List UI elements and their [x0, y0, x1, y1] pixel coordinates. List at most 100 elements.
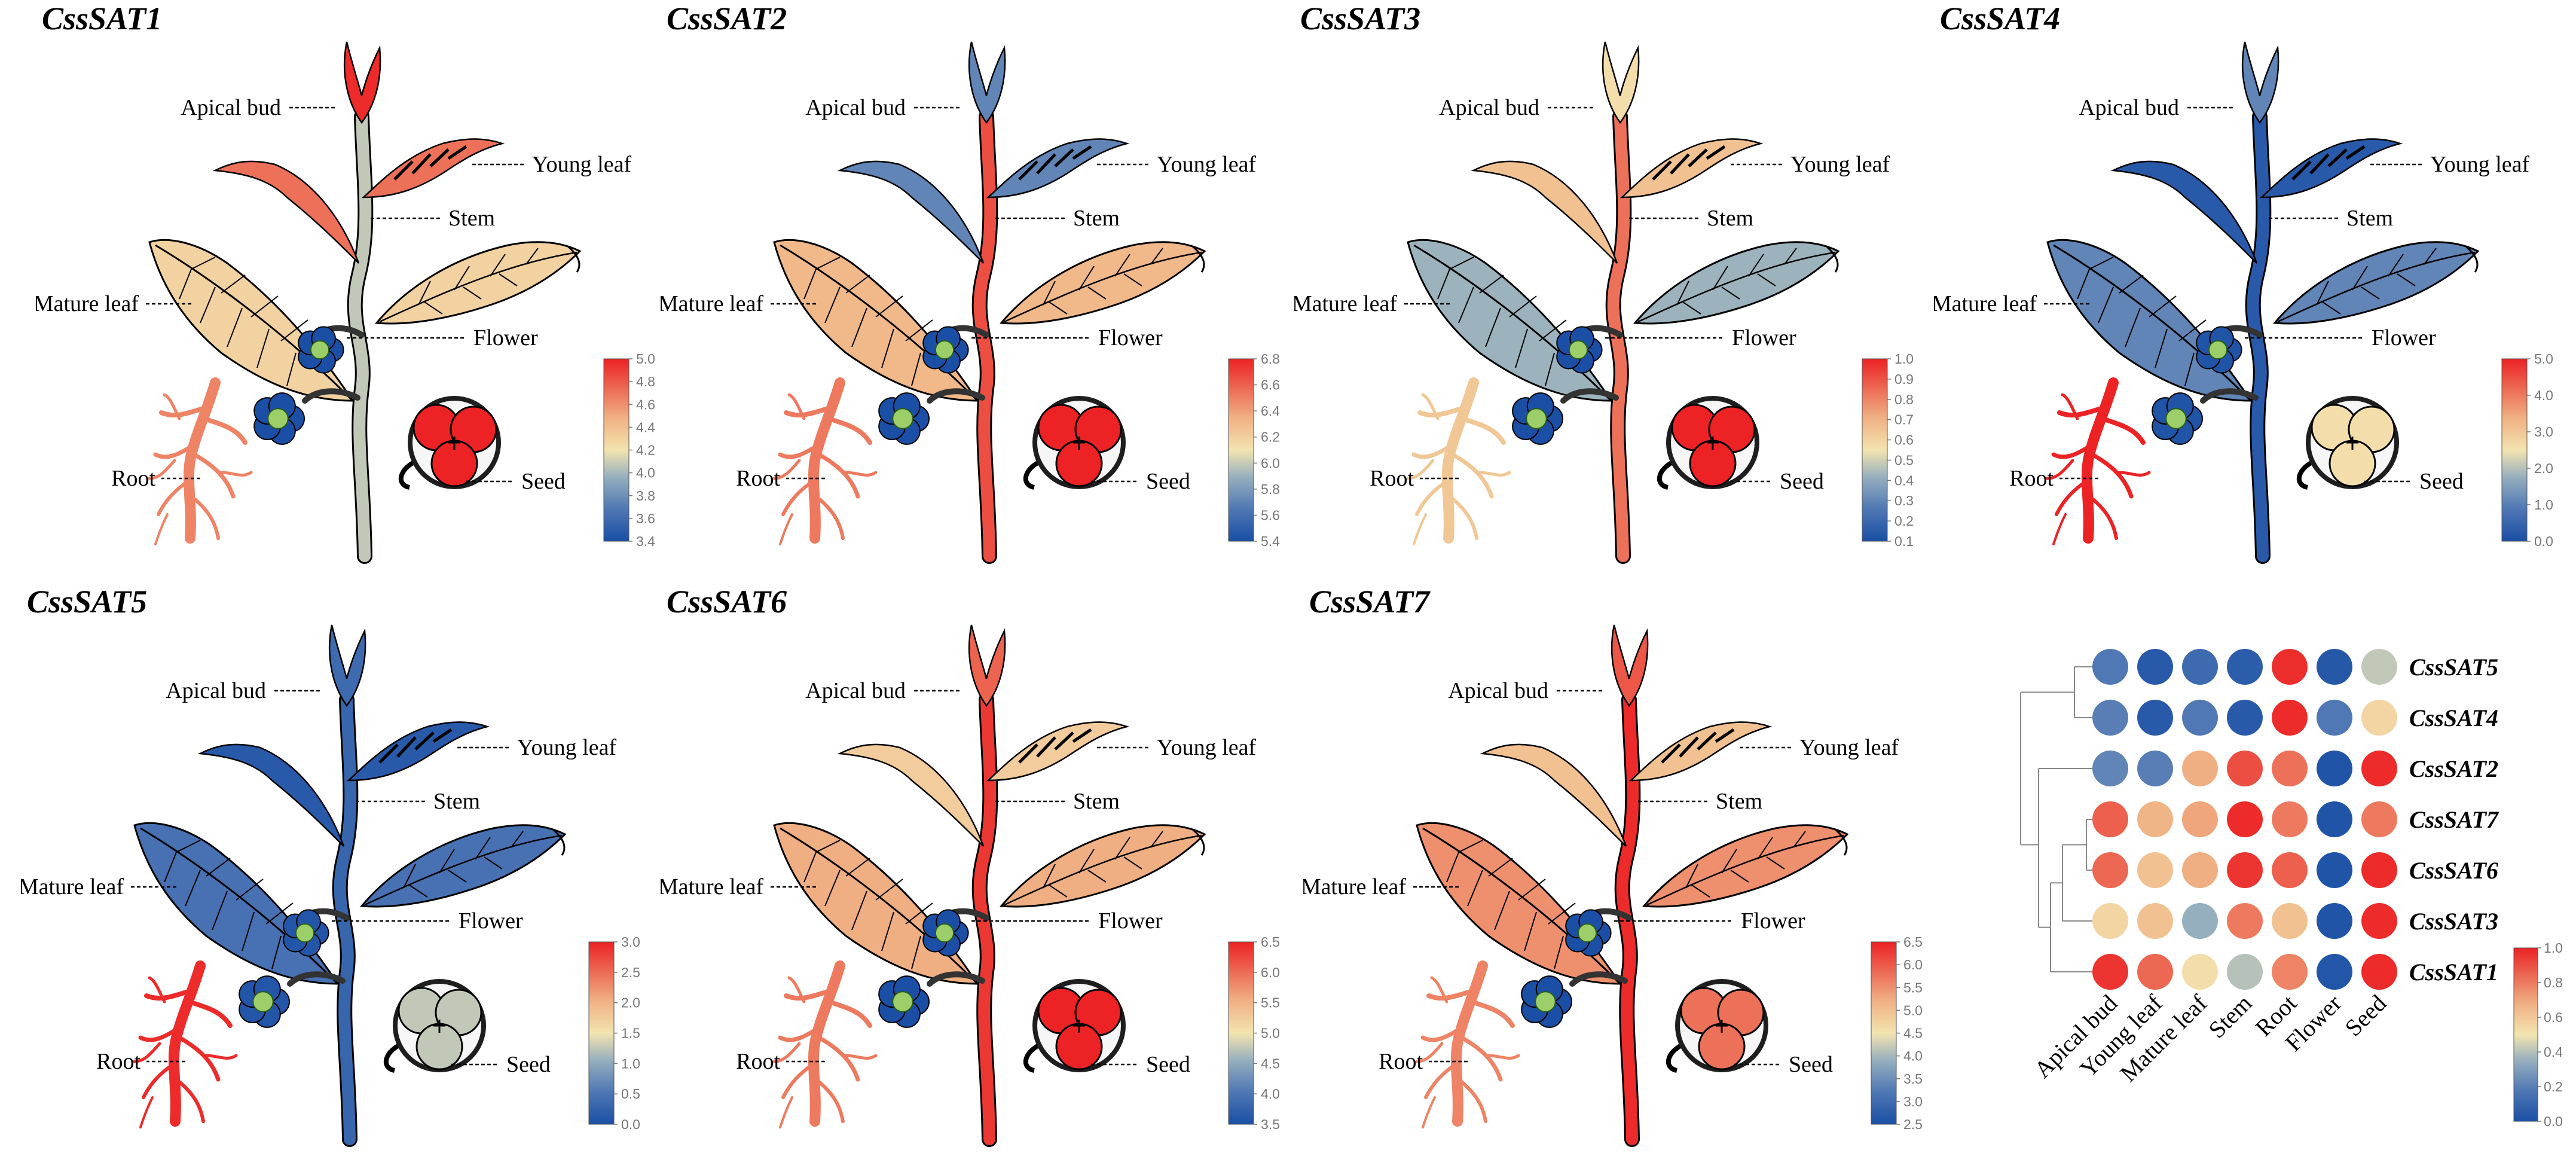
mature-leaf-right-vein — [454, 266, 470, 291]
heatmap-cell — [2227, 801, 2263, 837]
colorbar-tick-label: 2.5 — [1903, 1117, 1923, 1132]
colorbar-tick-label: 2.0 — [2534, 460, 2553, 476]
colorbar-tick-label: 4.2 — [636, 443, 655, 458]
mature-leaf-vein — [881, 328, 894, 368]
mature-leaf-right-vein — [1757, 837, 1773, 860]
mature-leaf-right-vein — [1114, 254, 1130, 277]
young-leaf-label: Young leaf — [1790, 152, 1890, 177]
heatmap-cell — [2227, 751, 2263, 786]
mature-leaf-vein — [911, 935, 921, 969]
mature-leaf-vein — [824, 286, 841, 324]
mature-leaf-vein — [851, 890, 867, 931]
colorbar-tick-label: 1.0 — [2534, 497, 2553, 513]
young-leaf-vein — [1706, 145, 1726, 160]
heatmap-cell — [2317, 954, 2352, 990]
root-branch — [827, 416, 872, 445]
apical-bud-label: Apical bud — [1439, 95, 1539, 120]
flower-center — [934, 923, 955, 943]
seed — [398, 396, 501, 490]
young-leaf-vein — [2327, 148, 2348, 167]
root-branch — [163, 393, 181, 420]
root-branch — [1413, 513, 1427, 545]
flower-upper — [922, 326, 969, 374]
root-branch — [778, 1023, 824, 1042]
root-branch — [138, 1023, 185, 1042]
mature-leaf-vein — [236, 879, 264, 901]
seed-label: Seed — [2419, 469, 2464, 494]
colorbar-tick-label: 0.4 — [1894, 472, 1914, 488]
mature-leaf-right-vein — [1150, 248, 1163, 265]
colorbar-tick-label: 6.2 — [1261, 429, 1280, 445]
mature-leaf-right-vein — [490, 254, 506, 277]
mature-leaf-vein — [2155, 328, 2168, 368]
young-leaf-left — [1471, 160, 1618, 264]
young-leaf-label: Young leaf — [2430, 152, 2529, 177]
colorbar — [1228, 941, 1254, 1125]
mature-leaf-right-vein — [439, 849, 455, 874]
stem-label: Stem — [2346, 206, 2393, 231]
mature-leaf-vein — [905, 319, 933, 341]
root-branch — [844, 471, 878, 477]
root-branch — [1421, 393, 1440, 420]
flower-stalk-lower — [287, 971, 346, 987]
mature-leaf-label: Mature leaf — [1934, 291, 2037, 316]
expression-heatmap: CssSAT5CssSAT4CssSAT2CssSAT7CssSAT6CssSA… — [2020, 649, 2563, 1129]
root-branch — [814, 495, 845, 540]
mature-leaf-left — [1416, 822, 1622, 985]
mature-leaf-right-vein — [484, 856, 503, 870]
root-branch — [772, 459, 801, 480]
colorbar-tick-label: 5.5 — [1261, 995, 1280, 1011]
young-leaf-right — [1628, 721, 1773, 782]
mature-leaf-midrib — [1422, 827, 1620, 984]
mature-leaf-vein — [206, 858, 231, 877]
leaf-curl — [552, 828, 566, 856]
mature-leaf-left — [773, 239, 979, 402]
colorbar-tick-label: 3.0 — [2534, 424, 2553, 440]
young-leaf-right — [346, 721, 490, 782]
mature-leaf-vein — [280, 319, 308, 341]
colorbar-tick-label: 4.0 — [636, 465, 655, 481]
root-branch — [139, 1096, 154, 1128]
mature-leaf-right-vein — [1748, 254, 1764, 277]
flower-center — [1577, 923, 1597, 943]
apical-bud — [343, 41, 381, 124]
mature-leaf-right-vein — [403, 864, 416, 889]
young-leaf-vein — [2345, 145, 2366, 160]
mature-leaf-right-vein — [1078, 266, 1095, 291]
stem-label: Stem — [433, 789, 480, 814]
flower-lower — [1521, 975, 1572, 1028]
seed-label: Seed — [1780, 469, 1824, 494]
heatmap-cell — [2272, 903, 2308, 939]
apical-bud-label: Apical bud — [805, 678, 906, 703]
flower-label: Flower — [2372, 325, 2436, 350]
heatmap-cell — [2182, 954, 2218, 990]
colorbar-tick-label: 2.0 — [621, 995, 640, 1011]
young-leaf-vein — [1018, 743, 1038, 764]
flower-lower — [878, 975, 930, 1028]
heatmap-cell — [2092, 700, 2128, 736]
mature-leaf-vein — [176, 840, 201, 853]
heatmap-cell — [2137, 649, 2173, 685]
mature-leaf-right-vein — [1721, 849, 1737, 874]
stem-label: Stem — [1073, 789, 1120, 814]
root — [1406, 377, 1511, 545]
heatmap-cell — [2361, 801, 2397, 837]
young-leaf-vein — [429, 148, 450, 167]
leaf-curl — [567, 245, 580, 273]
root-branch — [154, 513, 169, 545]
root-branch — [1426, 987, 1479, 1001]
root-branch — [2090, 452, 2134, 499]
mature-leaf-vein — [271, 935, 282, 969]
mature-leaf-midrib — [155, 244, 353, 401]
mature-leaf-vein — [1479, 274, 1504, 294]
root-label: Root — [111, 466, 155, 491]
mature-leaf-vein — [1548, 902, 1576, 925]
young-leaf-vein — [1036, 153, 1056, 175]
flower-lower — [239, 975, 290, 1028]
mature-leaf-vein — [803, 852, 817, 883]
heatmap-cell — [2092, 852, 2128, 888]
